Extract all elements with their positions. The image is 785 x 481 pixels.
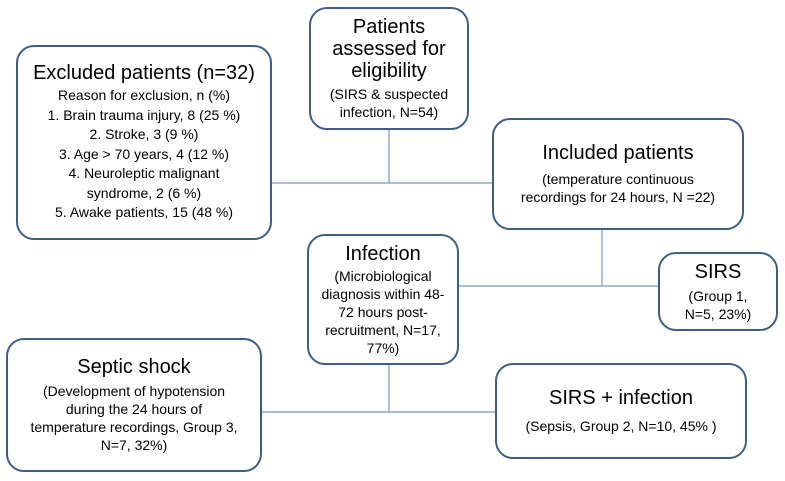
infection-subtitle: (Microbiological diagnosis within 48- 72… (321, 267, 445, 356)
exclusion-reason: 4. Neuroleptic malignant syndrome, 2 (6 … (68, 165, 220, 201)
sirs-box: SIRS (Group 1, N=5, 23%) (658, 252, 778, 331)
sirs-infection-subtitle: (Sepsis, Group 2, N=10, 45% ) (525, 418, 717, 434)
included-title: Included patients (542, 142, 694, 164)
infection-box: Infection (Microbiological diagnosis wit… (307, 234, 459, 365)
exclusion-reason-header: Reason for exclusion, n (%) (58, 87, 230, 104)
septic-shock-title: Septic shock (77, 356, 191, 378)
sirs-infection-box: SIRS + infection (Sepsis, Group 2, N=10,… (495, 363, 747, 459)
sirs-subtitle: (Group 1, N=5, 23%) (684, 287, 752, 322)
included-box: Included patients (temperature continuou… (492, 118, 744, 230)
excluded-box: Excluded patients (n=32) Reason for excl… (16, 45, 272, 240)
septic-shock-box: Septic shock (Development of hypotension… (6, 338, 262, 472)
excluded-title: Excluded patients (n=32) (33, 62, 255, 85)
assessed-title: Patients assessed for eligibility (332, 16, 446, 82)
exclusion-reason: 2. Stroke, 3 (9 %) (89, 126, 199, 143)
exclusion-reason: 3. Age > 70 years, 4 (12 %) (58, 145, 230, 162)
assessed-subtitle: (SIRS & suspected infection, N=54) (329, 86, 449, 120)
infection-title: Infection (345, 242, 421, 265)
sirs-title: SIRS (694, 260, 742, 283)
included-subtitle: (temperature continuous recordings for 2… (520, 171, 716, 205)
septic-shock-subtitle: (Development of hypotension during the 2… (30, 383, 238, 453)
exclusion-reason: 1. Brain trauma injury, 8 (25 %) (47, 106, 241, 123)
assessed-box: Patients assessed for eligibility (SIRS … (309, 7, 469, 130)
sirs-infection-title: SIRS + infection (549, 387, 693, 409)
exclusion-reason: 5. Awake patients, 15 (48 %) (55, 204, 233, 221)
